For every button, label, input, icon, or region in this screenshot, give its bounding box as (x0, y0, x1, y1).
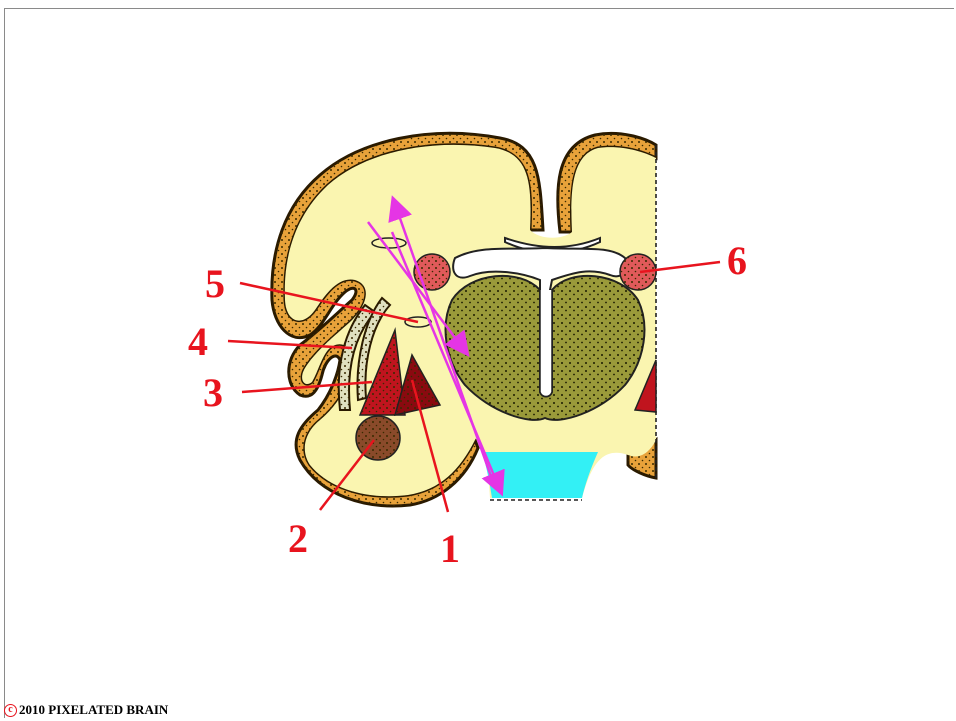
label-3: 3 (203, 370, 223, 415)
copyright-icon: c (4, 704, 17, 717)
cyan-region (482, 452, 598, 498)
copyright-notice: c 2010 PIXELATED BRAIN (4, 700, 168, 720)
label-6: 6 (727, 238, 747, 283)
label-2: 2 (288, 516, 308, 561)
copyright-text: 2010 PIXELATED BRAIN (19, 702, 168, 718)
label-5: 5 (205, 261, 225, 306)
label-1: 1 (440, 526, 460, 571)
label-4: 4 (188, 319, 208, 364)
